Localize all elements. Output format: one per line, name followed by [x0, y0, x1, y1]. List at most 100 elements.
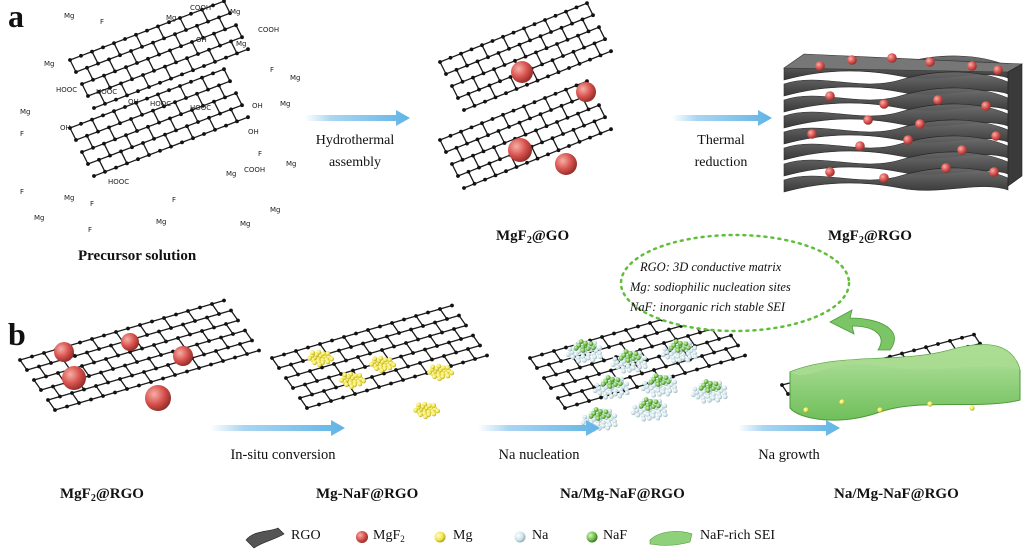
carbon-atom	[409, 327, 413, 332]
carbon-atom	[205, 315, 209, 320]
carbon-atom	[163, 132, 167, 137]
carbon-atom	[361, 341, 365, 346]
carbon-atom	[73, 354, 77, 358]
carbon-atom	[492, 67, 496, 72]
chem-label-oh: OH	[252, 102, 263, 110]
carbon-atom	[308, 369, 312, 373]
chem-label-mg: Mg	[290, 74, 301, 82]
carbon-atom	[544, 124, 549, 129]
mg-site	[312, 360, 317, 366]
na-deposit	[675, 354, 681, 359]
chem-label-mg: Mg	[166, 14, 177, 22]
carbon-atom	[650, 344, 654, 349]
carbon-atom	[218, 111, 222, 116]
carbon-atom	[109, 343, 113, 348]
carbon-atom	[89, 397, 93, 402]
carbon-atom	[564, 87, 568, 92]
na-deposit	[646, 415, 652, 421]
carbon-atom	[229, 107, 233, 112]
carbon-atom	[477, 87, 481, 92]
mg-site	[445, 373, 451, 379]
mg-site	[839, 399, 845, 405]
carbon-atom	[449, 364, 453, 368]
carbon-atom	[37, 364, 41, 369]
carbon-atom	[418, 361, 422, 365]
carbon-atom	[454, 67, 459, 72]
carbon-atom	[363, 365, 367, 369]
chem-label-hooc: HOOC	[96, 88, 118, 96]
carbon-atom	[392, 344, 396, 349]
chem-label-mg: Mg	[64, 194, 75, 202]
carbon-atom	[200, 75, 204, 80]
chem-label-mg: Mg	[286, 160, 297, 168]
carbon-atom	[169, 326, 173, 330]
naf-site	[675, 348, 681, 353]
carbon-atom	[501, 34, 505, 39]
carbon-atom	[397, 331, 401, 335]
na-deposit	[615, 364, 621, 370]
mg-site	[427, 403, 432, 409]
carbon-atom	[106, 380, 110, 385]
carbon-atom	[469, 125, 474, 130]
carbon-atom	[124, 133, 128, 138]
legend-swatches	[245, 527, 693, 549]
carbon-atom	[282, 352, 286, 357]
carbon-atom	[147, 356, 151, 361]
carbon-atom	[460, 157, 465, 162]
naf-site	[580, 348, 586, 353]
carbon-atom	[223, 27, 227, 32]
chem-label-mg: Mg	[270, 206, 281, 214]
carbon-atom	[168, 48, 172, 53]
carbon-atom	[353, 392, 357, 396]
carbon-atom	[472, 181, 477, 186]
carbon-atom	[433, 320, 437, 325]
mg-site	[329, 356, 335, 362]
carbon-atom	[550, 58, 555, 63]
carbon-atom	[504, 169, 508, 174]
carbon-atom	[129, 117, 133, 121]
carbon-atom	[90, 117, 94, 122]
mg-site	[418, 412, 423, 418]
naf-site	[588, 341, 594, 347]
mgf2-dot	[967, 61, 977, 71]
rgo-stack-side	[1007, 63, 1023, 187]
carbon-atom	[169, 76, 173, 81]
carbon-atom	[243, 328, 247, 333]
chem-label-f: F	[88, 226, 93, 234]
carbon-atom	[540, 62, 544, 67]
carbon-atom	[461, 360, 465, 365]
carbon-atom	[394, 368, 398, 372]
carbon-atom	[157, 52, 161, 57]
naf-site	[648, 379, 654, 385]
carbon-atom	[404, 341, 408, 345]
mg-site	[317, 362, 322, 368]
rgo-3d-stack	[783, 53, 1024, 193]
carbon-atom	[707, 364, 711, 368]
carbon-atom	[636, 324, 640, 329]
carbon-atom	[695, 367, 699, 372]
naf-site	[653, 399, 659, 405]
carbon-atom	[553, 91, 558, 96]
carbon-atom	[466, 347, 470, 351]
na-deposit	[680, 352, 686, 358]
carbon-atom	[163, 64, 167, 69]
naf-site	[618, 381, 623, 387]
carbon-atom	[438, 307, 442, 311]
carbon-atom	[322, 389, 326, 393]
carbon-atom	[576, 111, 580, 116]
carbon-atom	[592, 119, 597, 124]
carbon-atom	[344, 358, 348, 363]
carbon-atom	[402, 317, 406, 322]
carbon-atom	[543, 18, 547, 22]
na-deposit	[680, 355, 686, 361]
carbon-atom	[448, 133, 453, 138]
carbon-atom	[327, 375, 331, 380]
na-deposit	[624, 390, 630, 396]
carbon-atom	[724, 347, 728, 351]
mg-site	[378, 355, 384, 361]
carbon-atom	[233, 355, 237, 360]
carbon-atom	[226, 345, 230, 350]
carbon-atom	[570, 21, 574, 26]
carbon-atom	[423, 347, 427, 352]
na-deposit	[597, 354, 603, 360]
